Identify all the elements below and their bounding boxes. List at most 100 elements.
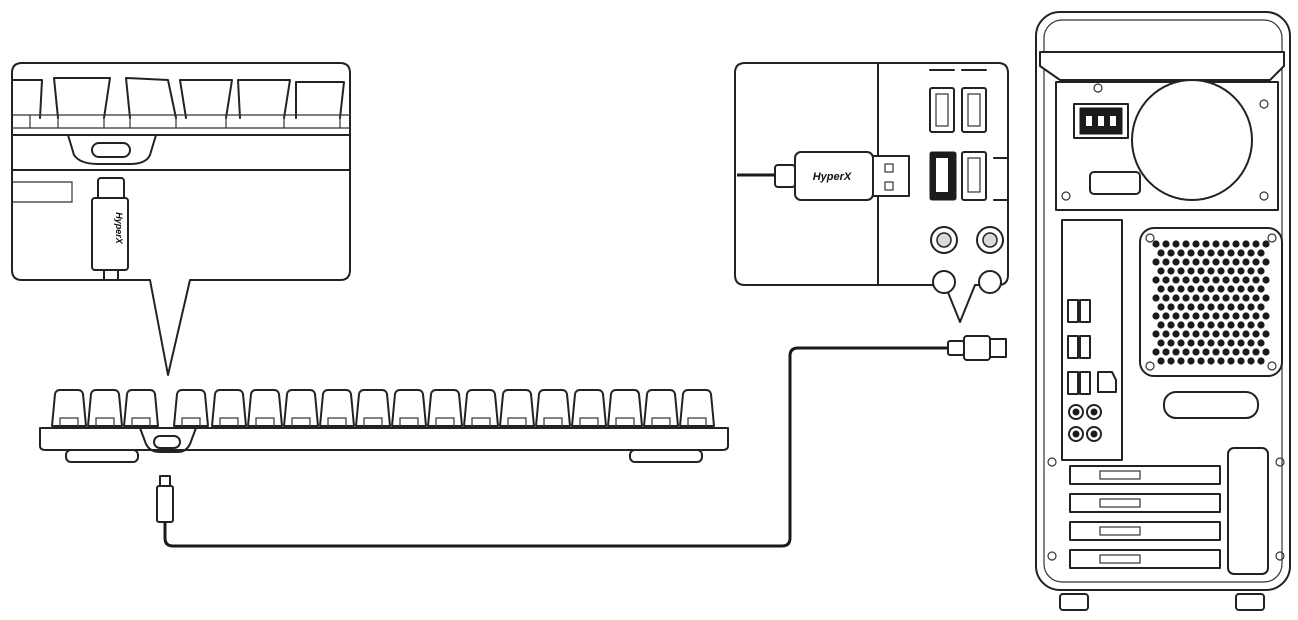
grille-hole xyxy=(1217,249,1225,257)
keycap xyxy=(427,389,463,427)
grille-hole xyxy=(1172,312,1180,320)
grille-hole xyxy=(1157,321,1165,329)
grille-hole xyxy=(1207,357,1215,365)
grille-hole xyxy=(1177,321,1185,329)
grille-hole xyxy=(1207,285,1215,293)
grille-hole xyxy=(1232,240,1240,248)
grille-hole xyxy=(1157,303,1165,311)
grille-hole xyxy=(1192,330,1200,338)
grille-hole xyxy=(1227,303,1235,311)
grille-hole xyxy=(1237,339,1245,347)
grille-hole xyxy=(1262,258,1270,266)
grille-hole xyxy=(1187,321,1195,329)
keycap xyxy=(643,389,679,427)
grille-hole xyxy=(1237,357,1245,365)
cable-usb-a-plug xyxy=(947,335,1007,361)
grille-hole xyxy=(1232,276,1240,284)
grille-hole xyxy=(1167,339,1175,347)
keycap xyxy=(607,389,643,427)
grille-hole xyxy=(1207,249,1215,257)
grille-hole xyxy=(1187,339,1195,347)
grille-hole xyxy=(1227,339,1235,347)
keycap xyxy=(211,389,247,427)
grille-hole xyxy=(1237,303,1245,311)
grille-hole xyxy=(1157,339,1165,347)
grille-hole xyxy=(1237,285,1245,293)
grille-hole xyxy=(1227,357,1235,365)
grille-hole xyxy=(1257,303,1265,311)
grille-hole xyxy=(1262,312,1270,320)
keycap xyxy=(391,389,427,427)
grille-hole xyxy=(1167,267,1175,275)
grille-hole xyxy=(1227,321,1235,329)
grille-hole xyxy=(1247,267,1255,275)
grille-hole xyxy=(1197,267,1205,275)
grille-hole xyxy=(1152,312,1160,320)
grille-hole xyxy=(1232,294,1240,302)
grille-hole xyxy=(1232,312,1240,320)
grille-hole xyxy=(1192,348,1200,356)
grille-hole xyxy=(1152,240,1160,248)
grille-hole xyxy=(1167,285,1175,293)
grille-hole xyxy=(1182,312,1190,320)
callout-usb-ports xyxy=(929,69,1009,201)
grille-hole xyxy=(1172,294,1180,302)
io-panel xyxy=(1061,219,1123,461)
psu-fan-circle xyxy=(1131,79,1253,201)
grille-hole xyxy=(1187,267,1195,275)
grille-hole xyxy=(1177,285,1185,293)
grille-hole xyxy=(1232,330,1240,338)
keycap xyxy=(87,389,123,427)
case-fan-grille xyxy=(1139,227,1283,377)
keyboard-port-callout: HyperX xyxy=(11,62,351,376)
plug-brand-text-1: HyperX xyxy=(114,212,124,245)
grille-hole xyxy=(1197,285,1205,293)
grille-hole xyxy=(1222,294,1230,302)
grille-hole xyxy=(1252,276,1260,284)
grille-hole xyxy=(1162,330,1170,338)
keycap xyxy=(535,389,571,427)
grille-hole xyxy=(1252,240,1260,248)
grille-hole xyxy=(1187,285,1195,293)
grille-hole xyxy=(1202,330,1210,338)
grille-hole xyxy=(1252,312,1260,320)
grille-hole xyxy=(1207,321,1215,329)
grille-hole xyxy=(1182,240,1190,248)
grille-hole xyxy=(1167,249,1175,257)
grille-hole xyxy=(1247,303,1255,311)
grille-hole xyxy=(1202,276,1210,284)
grille-hole xyxy=(1262,276,1270,284)
grille-hole xyxy=(1252,258,1260,266)
keycap xyxy=(51,389,87,427)
keycap xyxy=(247,389,283,427)
grille-hole xyxy=(1157,357,1165,365)
keycap xyxy=(499,389,535,427)
grille-hole xyxy=(1212,294,1220,302)
grille-hole xyxy=(1227,267,1235,275)
grille-hole xyxy=(1247,339,1255,347)
grille-hole xyxy=(1257,321,1265,329)
grille-hole xyxy=(1157,249,1165,257)
grille-hole xyxy=(1162,276,1170,284)
grille-hole xyxy=(1222,240,1230,248)
grille-hole xyxy=(1257,285,1265,293)
case-handle-slot xyxy=(1163,391,1259,419)
grille-hole xyxy=(1172,348,1180,356)
grille-hole xyxy=(1222,258,1230,266)
grille-hole xyxy=(1152,276,1160,284)
grille-hole xyxy=(1187,303,1195,311)
keycap xyxy=(283,389,319,427)
grille-hole xyxy=(1212,276,1220,284)
grille-hole xyxy=(1257,339,1265,347)
grille-hole xyxy=(1232,348,1240,356)
grille-hole xyxy=(1222,330,1230,338)
grille-hole xyxy=(1167,357,1175,365)
grille-hole xyxy=(1192,240,1200,248)
grille-hole xyxy=(1207,267,1215,275)
usb-cable xyxy=(163,346,948,548)
grille-hole xyxy=(1177,303,1185,311)
grille-hole xyxy=(1227,285,1235,293)
grille-hole xyxy=(1177,357,1185,365)
grille-hole xyxy=(1157,285,1165,293)
